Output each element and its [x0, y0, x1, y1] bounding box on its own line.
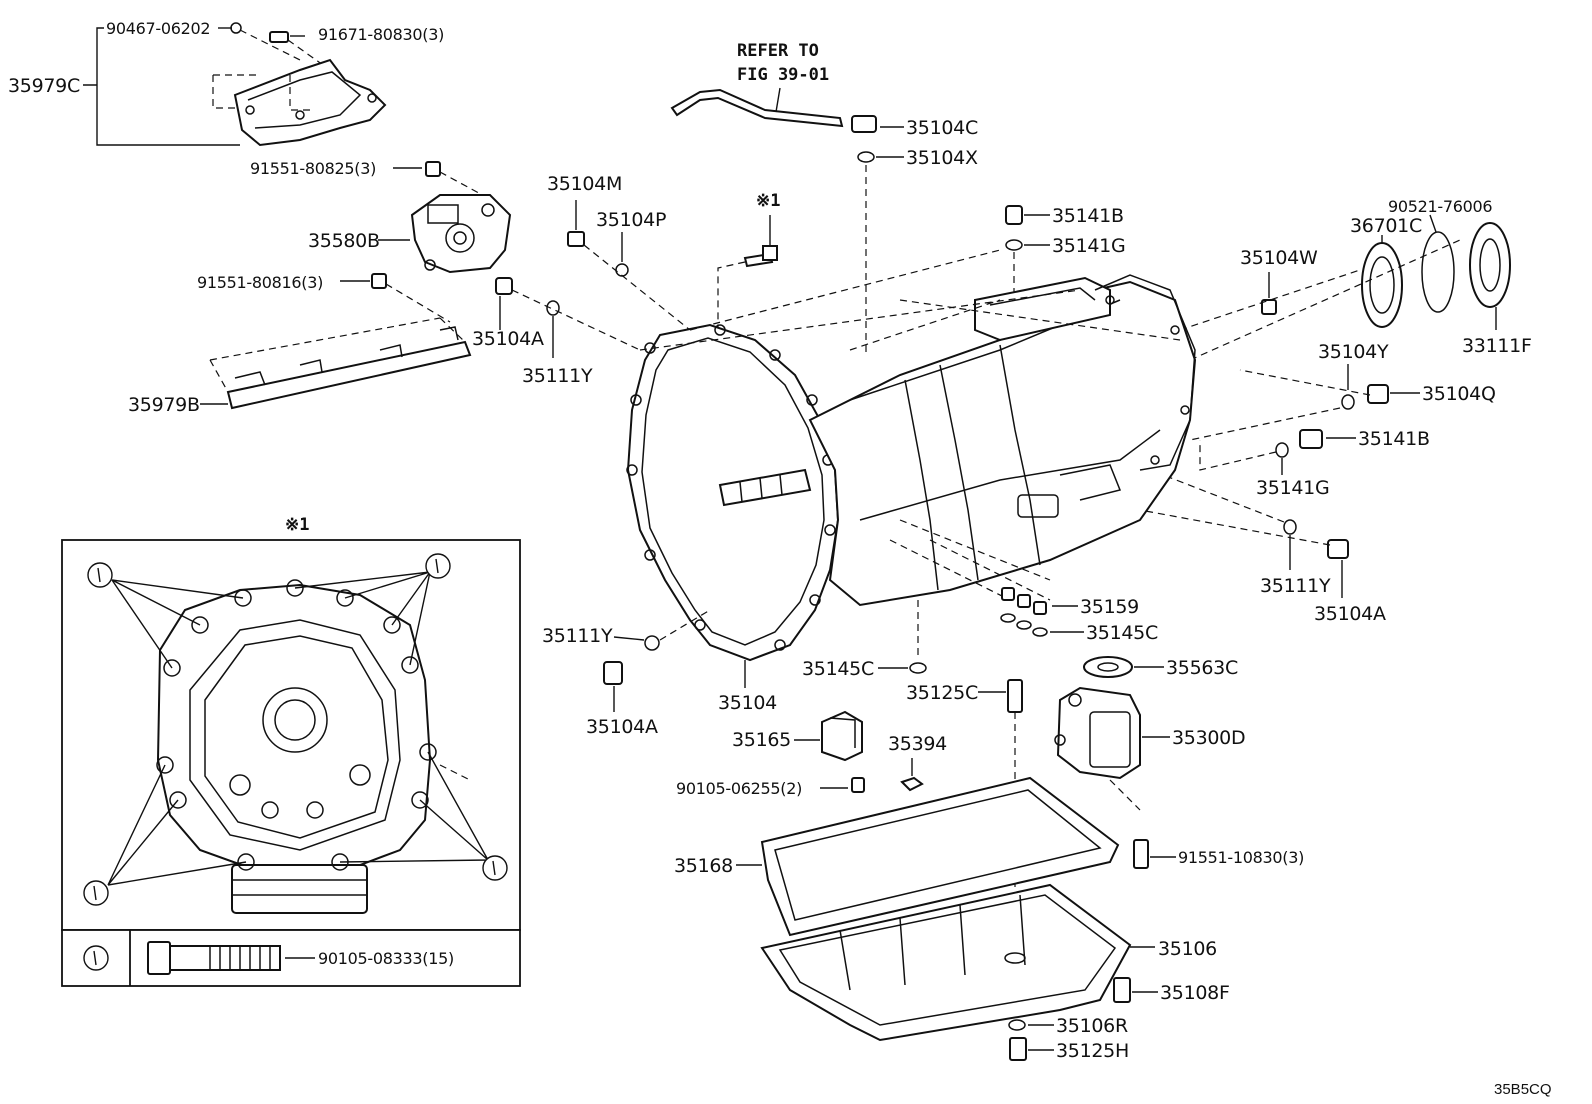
plug-35141B-right: [1299, 429, 1323, 449]
strainer-plate-35979B: [209, 317, 472, 410]
label-35145C-left: 35145C: [802, 658, 874, 680]
label-35141B-top: 35141B: [1052, 205, 1124, 227]
o-ring-35111Y-top: [546, 300, 560, 316]
label-35141G-right: 35141G: [1256, 477, 1329, 499]
o-ring-35111Y-right: [1283, 519, 1297, 535]
label-35104X: 35104X: [906, 147, 978, 169]
label-91671-80830: 91671-80830(3): [318, 25, 444, 44]
label-35104: 35104: [718, 692, 777, 714]
label-35106: 35106: [1158, 938, 1217, 960]
label-90105-06255: 90105-06255(2): [676, 779, 802, 798]
label-35111Y-top: 35111Y: [522, 365, 593, 387]
label-35108F: 35108F: [1160, 982, 1230, 1004]
bearing-36701C: [1361, 242, 1403, 328]
bracket-35165: [821, 710, 863, 762]
selector-switch-35300D: [1054, 686, 1141, 780]
pin-35104W: [1261, 299, 1277, 315]
magnet-35394: [900, 776, 924, 792]
label-35104A-right: 35104A: [1314, 603, 1386, 625]
label-35394: 35394: [888, 733, 947, 755]
refer-note-line1: REFER TO: [737, 41, 819, 61]
label-91551-80825: 91551-80825(3): [250, 159, 376, 178]
solenoid-body-35580B: [410, 194, 512, 274]
label-35168: 35168: [674, 855, 733, 877]
label-35104M: 35104M: [547, 173, 622, 195]
bolt-90105-06255: [851, 777, 865, 793]
label-35104Y: 35104Y: [1318, 341, 1389, 363]
label-35563C: 35563C: [1166, 657, 1238, 679]
bolt-91551-10830: [1133, 839, 1149, 869]
plug-35104M: [567, 231, 585, 247]
plug-35104A-left: [603, 661, 623, 685]
plug-35104Q: [1367, 384, 1389, 404]
oil-pan-35106: [760, 883, 1132, 1042]
refer-note-line2: FIG 39-01: [737, 65, 829, 85]
o-ring-35111Y-left: [644, 635, 660, 651]
gasket-35145C: [909, 662, 927, 674]
plug-35141B-top: [1005, 205, 1023, 225]
label-33111F: 33111F: [1462, 335, 1532, 357]
label-35104A-left: 35104A: [586, 716, 658, 738]
label-35979C: 35979C: [8, 75, 80, 97]
gasket-35106R: [1008, 1019, 1026, 1031]
label-91551-80816: 91551-80816(3): [197, 273, 323, 292]
label-35125H: 35125H: [1056, 1040, 1129, 1062]
label-35104Q: 35104Q: [1422, 383, 1496, 405]
label-90467-06202: 90467-06202: [106, 19, 210, 38]
label-35106R: 35106R: [1056, 1015, 1128, 1037]
label-35111Y-left: 35111Y: [542, 625, 613, 647]
label-35159: 35159: [1080, 596, 1139, 618]
pipe-35125C: [1007, 679, 1023, 713]
strainer-35168: [760, 776, 1120, 937]
label-35141G-top: 35141G: [1052, 235, 1125, 257]
inset-bolt-label: 90105-08333(15): [318, 949, 454, 968]
plug-35104A-top: [495, 277, 513, 295]
snap-ring-90521: [1421, 231, 1455, 313]
label-35145C-right: 35145C: [1086, 622, 1158, 644]
label-35125C: 35125C: [906, 682, 978, 704]
breather-plug-35104C: [851, 115, 877, 133]
label-35141B-right: 35141B: [1358, 428, 1430, 450]
label-35104C: 35104C: [906, 117, 978, 139]
label-91551-10830: 91551-10830(3): [1178, 848, 1304, 867]
breather-hose: [670, 88, 844, 128]
label-36701C: 36701C: [1350, 215, 1422, 237]
inset-title: ※1: [285, 515, 309, 535]
o-ring-35141G-top: [1005, 239, 1023, 251]
drawing-code: 35B5CQ: [1494, 1081, 1552, 1098]
transmission-case-35104: [626, 274, 1197, 662]
o-ring-35104P: [615, 263, 629, 277]
inset-box: [61, 539, 521, 987]
oil-seal-33111F: [1469, 222, 1511, 308]
label-35979B: 35979B: [128, 394, 200, 416]
plugs-35159: [1000, 587, 1048, 637]
label-90521-76006: 90521-76006: [1388, 197, 1492, 216]
label-35104W: 35104W: [1240, 247, 1318, 269]
o-ring-35104X: [857, 151, 875, 163]
o-ring-35104Y: [1341, 394, 1355, 410]
label-35104A-top: 35104A: [472, 328, 544, 350]
plug-35104A-right: [1327, 539, 1349, 559]
seal-35563C: [1083, 656, 1133, 678]
bolt-35108F: [1113, 977, 1131, 1003]
label-35300D: 35300D: [1172, 727, 1245, 749]
label-35165: 35165: [732, 729, 791, 751]
label-35111Y-right: 35111Y: [1260, 575, 1331, 597]
plug-35125H: [1009, 1037, 1027, 1061]
star-mark: ※1: [756, 191, 780, 211]
bracket-group-35979C: [83, 22, 387, 147]
o-ring-35141G-right: [1275, 442, 1289, 458]
label-35580B: 35580B: [308, 230, 380, 252]
label-35104P: 35104P: [596, 209, 666, 231]
